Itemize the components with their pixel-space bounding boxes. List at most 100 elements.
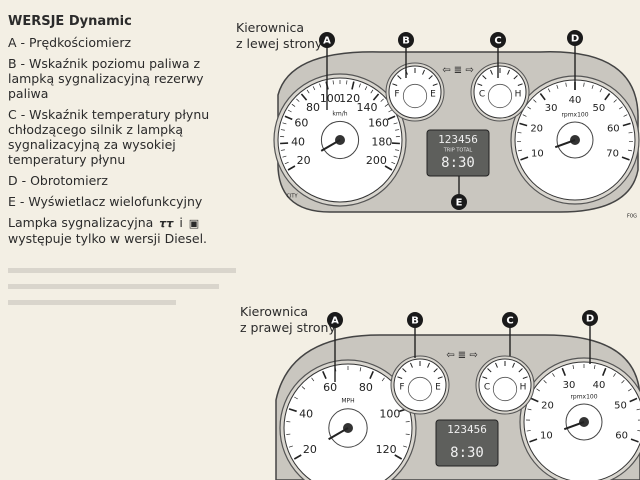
fuel-gauge-left-label-max: E: [430, 90, 436, 100]
fuel-gauge-right-hub-ring: [407, 376, 433, 402]
temp-gauge-left-tick: [477, 83, 483, 86]
speedometer-left-needle: [320, 139, 341, 152]
legend-title: WERSJE Dynamic: [8, 14, 132, 29]
callout-a-right-letter: A: [331, 316, 339, 327]
callout-d-left-badge: [567, 30, 583, 46]
speedometer-left-tick: [280, 149, 285, 151]
callout-e-left-badge: [451, 194, 467, 210]
speedometer-right-dial: [283, 363, 413, 480]
speedometer-left-tick: [395, 149, 400, 151]
callout-c-left-badge: [490, 32, 506, 48]
tachometer-left-tick: [623, 114, 628, 117]
tachometer-right-needle: [563, 421, 585, 431]
figure-code: F0G: [627, 214, 637, 220]
temp-gauge-right-tick: [487, 368, 492, 373]
fuel-gauge-left-hub-ring: [402, 83, 428, 109]
speedometer-left-tick-label: 80: [306, 101, 320, 114]
temp-gauge-left-hub-ring: [487, 83, 513, 109]
tachometer-right-tick-label: 10: [540, 431, 553, 442]
fuel-gauge-right-tick: [402, 368, 407, 373]
tachometer-left-tick: [547, 88, 551, 93]
tachometer-right-tick: [572, 364, 575, 370]
fuel-gauge-right-tick: [437, 376, 443, 379]
glow-plug-icon: 𝞽𝞽: [159, 217, 174, 230]
speedometer-right-tick: [288, 445, 293, 448]
speedometer-left-tick: [291, 103, 296, 107]
fuel-gauge-right-tick: [427, 362, 430, 368]
panel-left-heading: Kierownica z lewej strony: [236, 20, 322, 52]
speedometer-left-tick: [391, 161, 396, 165]
tachometer-left-tick-label: 30: [545, 103, 558, 114]
speedometer-left-tick-label: 20: [297, 154, 311, 167]
callout-a-left-letter: A: [323, 36, 331, 47]
bleed-through-text: [8, 268, 248, 316]
display-right-clock: 8:30: [450, 445, 484, 461]
speedometer-right-tick: [293, 454, 302, 460]
temp-gauge-right-tick: [495, 362, 498, 368]
tachometer-left-tick-label: 60: [607, 124, 620, 135]
tachometer-right-tick: [601, 367, 607, 376]
tachometer-left-tick-label: 10: [531, 149, 544, 160]
speedometer-left-tick: [393, 122, 398, 125]
tachometer-right-tick-label: 30: [563, 380, 576, 391]
speedometer-left-tick: [284, 115, 293, 121]
tachometer-left-tick: [583, 82, 585, 87]
fuel-gauge-right-label-min: F: [399, 383, 404, 393]
speedometer-right-tick: [381, 377, 385, 382]
speedometer-left-tick: [393, 155, 398, 158]
diesel-note: Lampka sygnalizacyjna 𝞽𝞽 i ▣ występuje t…: [8, 215, 230, 246]
speedometer-left-tick-label: 200: [366, 154, 387, 167]
speedometer-right-tick: [294, 396, 298, 400]
temp-gauge-left-label-max: H: [515, 90, 522, 100]
fuel-gauge-left-tick: [422, 69, 425, 75]
speedometer-left-tick-label: 100: [320, 92, 341, 105]
speedometer-right-tick: [359, 367, 362, 372]
callout-b-left-letter: B: [402, 36, 410, 47]
tachometer-left-tick: [591, 84, 594, 89]
callout-a-right-badge: [327, 312, 343, 328]
speedometer-right-tick-label: 60: [323, 381, 337, 394]
note-join: i: [179, 215, 183, 230]
tachometer-right-unit: rpmx100: [570, 393, 597, 400]
turn-signal-icons-right: ⇦ ≣ ⇨: [446, 350, 478, 361]
temp-gauge-right-tick: [522, 376, 528, 379]
callout-d-right-letter: D: [586, 314, 594, 325]
tachometer-right-tick-label: 40: [593, 380, 606, 391]
callout-d-right-badge: [582, 310, 598, 326]
panel-right-heading-line1: Kierownica: [240, 304, 309, 319]
speedometer-left-tick-label: 180: [371, 135, 392, 148]
callout-c-left-letter: C: [494, 36, 501, 47]
legend-list: A - Prędkościomierz B - Wskaźnik poziomu…: [8, 35, 230, 209]
fuel-gauge-left-tick: [432, 83, 438, 86]
tachometer-right-hub-ring: [565, 403, 603, 441]
fuel-gauge-left-dial: [388, 65, 442, 119]
cluster-left-hand-drive: 20406080100120140160180200km/h1020304050…: [273, 30, 640, 220]
speedometer-left-tick: [364, 86, 368, 91]
tachometer-left-needle: [554, 139, 576, 149]
fuel-gauge-right-tick: [410, 362, 413, 368]
speedometer-left-tick-label: 60: [294, 116, 308, 129]
tachometer-right-tick: [552, 373, 555, 377]
panel-left-heading-line2: z lewej strony: [236, 36, 323, 51]
callout-c-right-letter: C: [506, 316, 513, 327]
speedometer-left-tick: [384, 103, 389, 107]
speedometer-left-tick: [287, 165, 296, 171]
callout-e-left-letter: E: [456, 198, 463, 209]
fuel-gauge-left-tick: [397, 75, 402, 80]
temp-gauge-left-dial: [473, 65, 527, 119]
speedometer-left-tick: [280, 129, 285, 131]
speedometer-left-tick: [284, 161, 289, 165]
speedometer-right-unit: MPH: [341, 398, 354, 405]
tachometer-right-tick: [526, 430, 531, 432]
tachometer-left-tick: [533, 99, 537, 103]
speedometer-left-tick-label: 160: [368, 116, 389, 129]
note-prefix: Lampka sygnalizacyjna: [8, 215, 154, 230]
speedometer-left-tick: [388, 109, 393, 113]
panel-right-heading: Kierownica z prawej strony: [240, 304, 336, 336]
speedometer-left-tick: [395, 129, 400, 131]
tachometer-left-tick: [599, 88, 603, 93]
legend-item-d: D - Obrotomierz: [8, 173, 108, 188]
tachometer-right-tick: [527, 408, 532, 411]
city-label: CITY: [286, 194, 298, 200]
speedometer-left-tick-label: 40: [291, 135, 305, 148]
